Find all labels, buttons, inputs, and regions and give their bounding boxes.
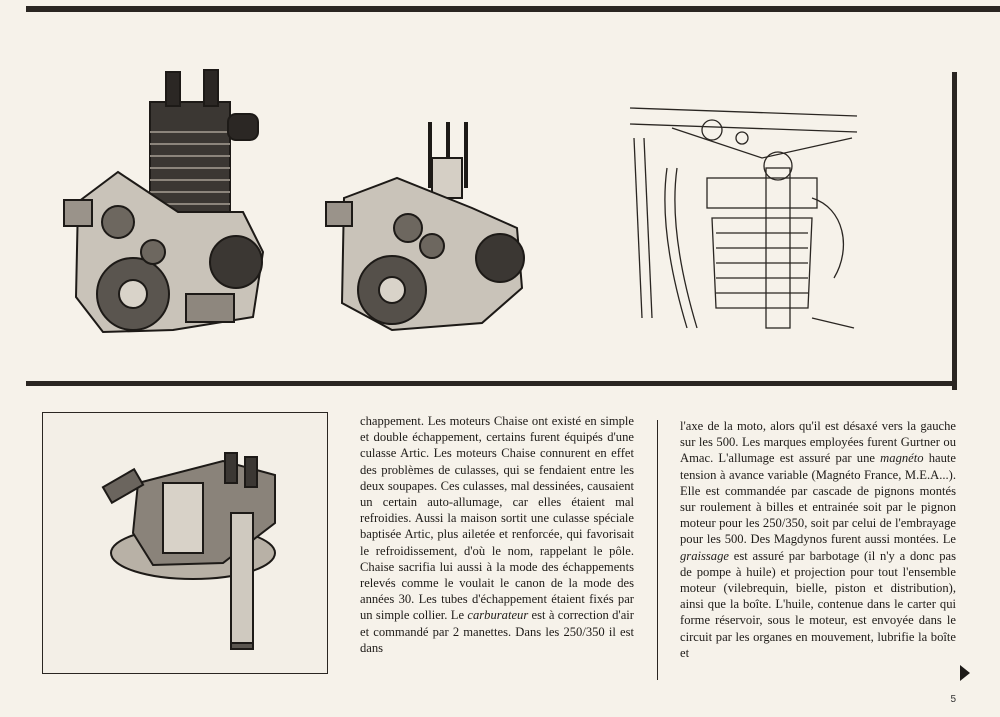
- triangle-right-icon: [960, 665, 970, 681]
- engine-assembled-figure: [63, 69, 265, 334]
- engine-open-figure: [325, 122, 525, 332]
- text-column-middle: chappement. Les moteurs Chaise ont exist…: [360, 413, 634, 656]
- term-magneto: magnéto: [880, 451, 924, 466]
- term-graissage: graissage: [680, 548, 729, 563]
- page-number: 5: [950, 694, 956, 705]
- text-paragraph: l'axe de la moto, alors qu'il est désaxé…: [680, 419, 957, 660]
- text-paragraph: chappement. Les moteurs Chaise ont exist…: [360, 414, 634, 655]
- engine-head-figure: [101, 452, 276, 650]
- frame-bottom-rule: [26, 381, 957, 386]
- column-divider: [657, 420, 658, 680]
- term-carburateur: carbu­rateur: [467, 608, 529, 623]
- engine-drawing-figure: [629, 107, 858, 329]
- text-column-right: l'axe de la moto, alors qu'il est désaxé…: [680, 418, 956, 661]
- top-rule: [26, 6, 1000, 12]
- engine-head-frame: [42, 412, 328, 674]
- frame-right-rule: [952, 72, 957, 390]
